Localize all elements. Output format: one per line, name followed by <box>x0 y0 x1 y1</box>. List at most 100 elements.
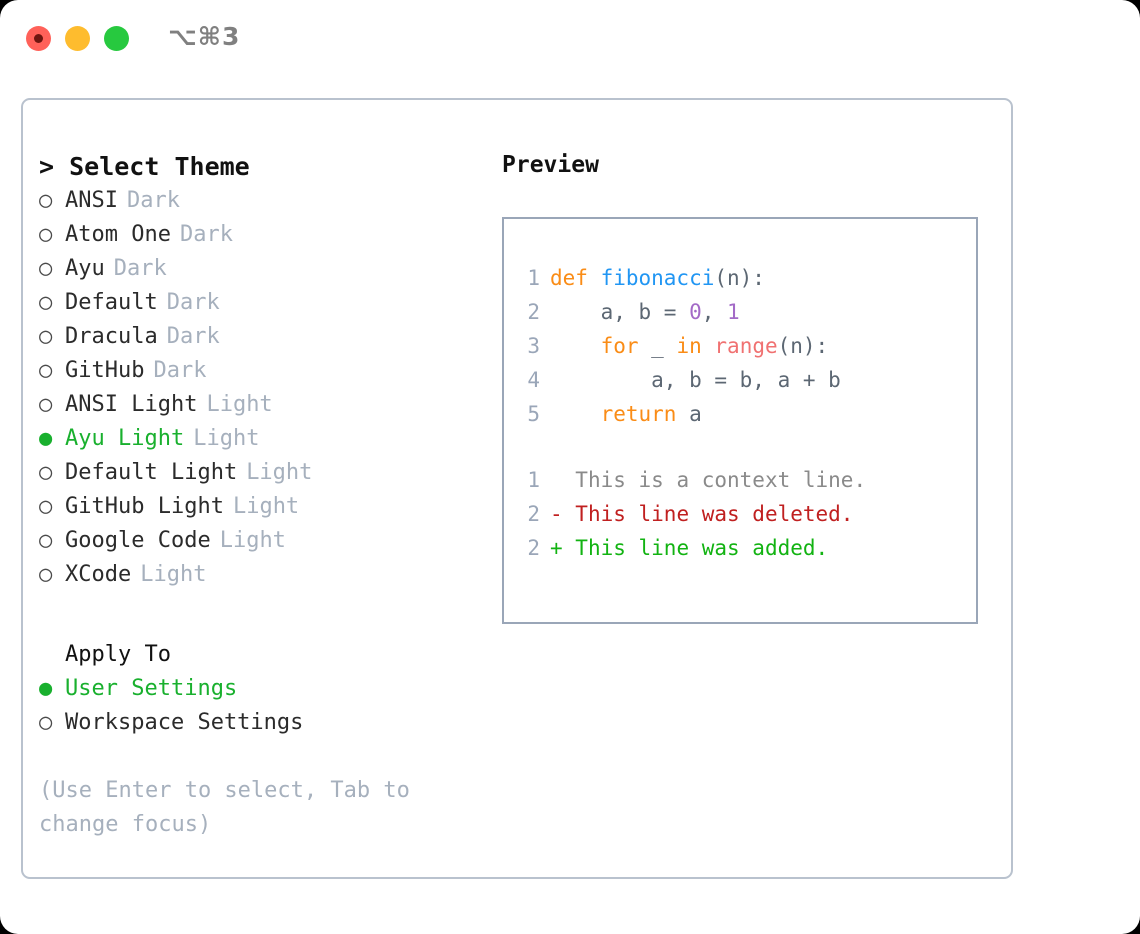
theme-option-ayu-light[interactable]: ● Ayu Light Light <box>39 422 489 456</box>
code-token-plain: _ <box>638 334 677 358</box>
close-button[interactable] <box>26 26 51 51</box>
maximize-button[interactable] <box>104 26 129 51</box>
theme-option-mode: Dark <box>179 222 233 247</box>
theme-option-mode: Dark <box>113 256 167 281</box>
diff-block: 1 This is a context line.2- This line wa… <box>504 463 976 565</box>
theme-option-label: Default Light <box>65 460 238 485</box>
radio-empty-icon: ○ <box>39 494 53 519</box>
code-token-plain: , <box>701 300 728 324</box>
apply-to-list[interactable]: ●User Settings ○ Workspace Settings <box>39 672 489 740</box>
code-token-call: range <box>714 334 778 358</box>
theme-option-label: Ayu Light <box>65 426 185 451</box>
apply-to-option-user-settings[interactable]: ●User Settings <box>39 672 489 706</box>
diff-line-added: 2+ This line was added. <box>504 531 976 565</box>
radio-selected-icon: ● <box>39 426 53 451</box>
theme-option-mode: Dark <box>166 290 220 315</box>
line-number: 3 <box>527 334 540 358</box>
radio-empty-icon: ○ <box>39 256 53 281</box>
radio-empty-icon: ○ <box>39 562 53 587</box>
preview-title: Preview <box>502 152 599 178</box>
theme-option-label: Dracula <box>65 324 158 349</box>
radio-empty-icon: ○ <box>39 528 53 553</box>
minimize-button[interactable] <box>65 26 90 51</box>
diff-marker <box>550 463 575 497</box>
code-token-plain: a <box>676 402 702 426</box>
theme-option-google-code[interactable]: ○ Google Code Light <box>39 524 489 558</box>
diff-line-text: This line was added. <box>575 536 829 560</box>
theme-option-mode: Light <box>246 460 313 485</box>
code-token-keyword: for <box>600 334 639 358</box>
diff-line-deleted: 2- This line was deleted. <box>504 497 976 531</box>
line-number: 1 <box>527 266 540 290</box>
radio-empty-icon: ○ <box>39 188 53 213</box>
spacer <box>504 431 976 463</box>
code-token-plain: (n): <box>714 266 765 290</box>
theme-option-atom-one[interactable]: ○ Atom One Dark <box>39 218 489 252</box>
diff-line-context: 1 This is a context line. <box>504 463 976 497</box>
theme-option-label: GitHub Light <box>65 494 224 519</box>
page-title: > Select Theme <box>39 152 250 181</box>
keyboard-shortcut-label: ⌥⌘3 <box>168 22 241 51</box>
theme-option-label: Default <box>65 290 158 315</box>
theme-option-label: ANSI <box>65 188 118 213</box>
code-token-function: fibonacci <box>600 266 715 290</box>
apply-to-option-workspace-settings[interactable]: ○ Workspace Settings <box>39 706 489 740</box>
theme-option-label: Atom One <box>65 222 171 247</box>
theme-option-mode: Dark <box>166 324 220 349</box>
theme-option-label: Google Code <box>65 528 211 553</box>
code-token-number: 0 <box>689 300 702 324</box>
code-line-text: a, b = b, a + b <box>550 363 841 397</box>
theme-option-mode: Dark <box>153 358 207 383</box>
theme-option-mode: Light <box>206 392 273 417</box>
radio-empty-icon: ○ <box>39 324 53 349</box>
code-token-keyword: in <box>676 334 702 358</box>
code-line-text: a, b = 0, 1 <box>550 295 740 329</box>
apply-to-heading: Apply To <box>65 642 171 667</box>
theme-option-label: GitHub <box>65 358 145 383</box>
code-token-plain: a, b = b, a + b <box>550 368 841 392</box>
diff-line-text: This line was deleted. <box>575 502 854 526</box>
line-number: 2 <box>527 502 540 526</box>
apply-to-option-label: User Settings <box>65 676 238 701</box>
line-number: 1 <box>527 468 540 492</box>
window-controls <box>26 26 129 51</box>
title-bar: ⌥⌘3 <box>0 0 1140 78</box>
diff-marker: + <box>550 536 576 560</box>
code-line: 1 def fibonacci(n): <box>504 261 976 295</box>
code-token-keyword: return <box>600 402 677 426</box>
theme-option-ayu[interactable]: ○ Ayu Dark <box>39 252 489 286</box>
code-line: 3 for _ in range(n): <box>504 329 976 363</box>
radio-empty-icon: ○ <box>39 222 53 247</box>
code-token-plain: a, b = <box>550 300 690 324</box>
theme-option-label: XCode <box>65 562 132 587</box>
code-line-text: return a <box>550 397 702 431</box>
code-line-text: def fibonacci(n): <box>550 261 765 295</box>
code-token-plain <box>550 334 601 358</box>
apply-to-option-label: Workspace Settings <box>65 710 304 735</box>
radio-empty-icon: ○ <box>39 358 53 383</box>
code-line: 2 a, b = 0, 1 <box>504 295 976 329</box>
theme-option-label: Ayu <box>65 256 105 281</box>
theme-option-mode: Light <box>193 426 260 451</box>
line-number: 5 <box>527 402 540 426</box>
radio-empty-icon: ○ <box>39 710 53 735</box>
code-token-plain: (n): <box>777 334 829 358</box>
theme-option-github[interactable]: ○ GitHub Dark <box>39 354 489 388</box>
theme-option-mode: Light <box>219 528 286 553</box>
spacer <box>39 592 489 638</box>
code-line-text: for _ in range(n): <box>550 329 829 363</box>
code-token-keyword: def <box>550 266 601 290</box>
theme-option-dracula[interactable]: ○ Dracula Dark <box>39 320 489 354</box>
